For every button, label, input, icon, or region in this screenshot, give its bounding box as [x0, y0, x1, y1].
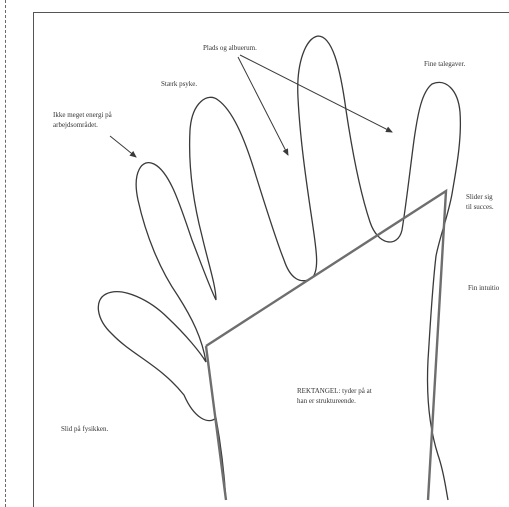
label-staerk: Stærk psyke. — [161, 80, 197, 89]
label-rektangel-1: REKTANGEL: tyder på at — [297, 387, 372, 396]
label-slider-1: Slider sig — [466, 193, 493, 202]
arrow-energi — [110, 136, 136, 157]
label-ikke-energi-2: arbejdsområdet. — [53, 121, 98, 130]
hand-outline — [98, 36, 460, 500]
label-fin-intuition: Fin intuitio — [468, 284, 499, 293]
label-rektangel-2: han er struktureende. — [297, 397, 356, 406]
label-plads: Plads og albuerum. — [203, 44, 257, 53]
rectangle-overlay — [206, 191, 446, 500]
arrow-albuerum-middle — [238, 57, 288, 155]
label-slider-2: til succes. — [466, 203, 494, 212]
label-fine-talegaver: Fine talegaver. — [424, 60, 465, 69]
label-slid: Slid på fysikken. — [61, 425, 108, 434]
arrow-albuerum-ring — [240, 55, 392, 132]
label-ikke-energi-1: Ikke meget energi på — [53, 111, 112, 120]
